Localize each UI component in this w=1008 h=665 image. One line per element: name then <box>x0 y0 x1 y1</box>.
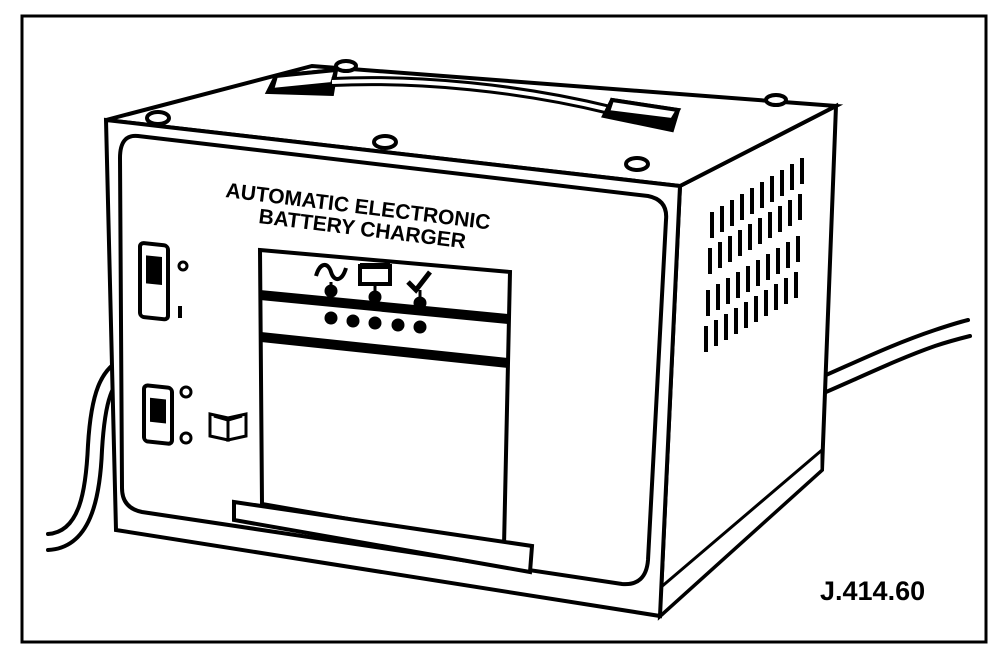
led-upper-3 <box>413 296 427 310</box>
led-lower-2 <box>346 314 360 328</box>
indicator-leds <box>324 282 427 334</box>
led-upper-2 <box>368 290 382 304</box>
power-switch-lower <box>142 383 193 446</box>
manual-book-icon <box>208 412 248 442</box>
led-lower-5 <box>413 320 427 334</box>
power-switch-upper <box>138 241 189 322</box>
figure-border <box>20 14 988 644</box>
screw-top-front-icon <box>624 156 650 172</box>
carry-handle <box>264 67 682 133</box>
screw-top-right-icon <box>764 93 788 107</box>
left-cable-inner <box>46 356 126 536</box>
ac-wave-icon <box>314 263 348 281</box>
screw-top-center-icon <box>372 134 398 150</box>
screw-top-back-icon <box>334 59 358 73</box>
top-screws <box>145 59 788 172</box>
right-cable-upper <box>808 318 970 384</box>
switch-upper-off-marker <box>177 260 189 272</box>
reference-code: J.414.60 <box>820 576 925 606</box>
led-lower-1 <box>324 311 338 325</box>
screw-top-left-icon <box>145 110 171 126</box>
led-lower-3 <box>368 316 382 330</box>
label-plate <box>232 499 535 575</box>
indicator-band-bottom <box>261 332 508 368</box>
indicator-band-top <box>260 290 508 324</box>
battery-icon <box>358 263 392 286</box>
checkmark-icon <box>406 270 432 294</box>
right-cable-lower <box>810 334 972 400</box>
led-upper-1 <box>324 284 338 298</box>
vent-slots <box>704 158 804 352</box>
switch-lower-bottom-marker <box>179 431 193 445</box>
led-lower-4 <box>391 318 405 332</box>
switch-lower-top-marker <box>179 385 193 399</box>
